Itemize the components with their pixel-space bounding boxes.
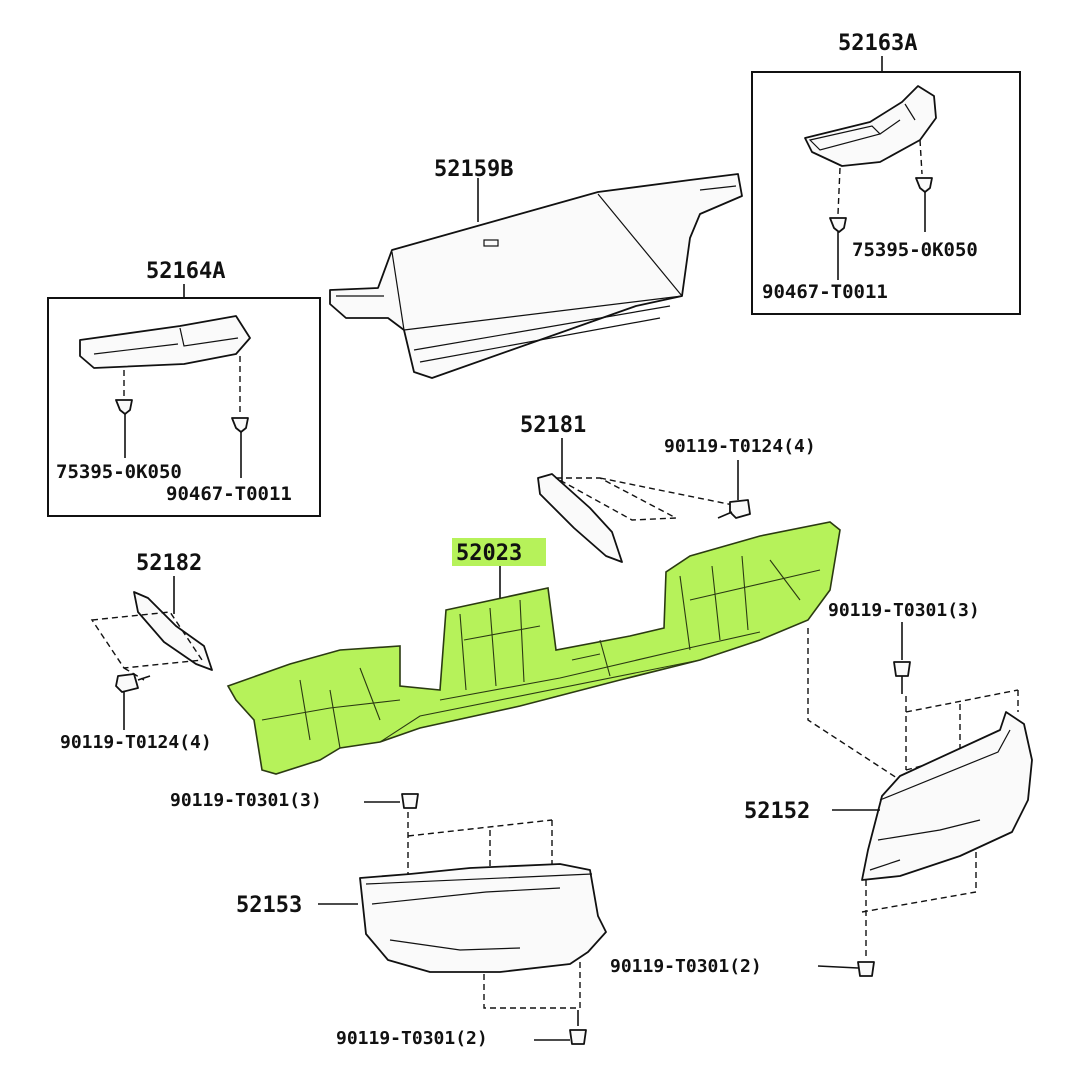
label-highlight	[452, 538, 546, 566]
bolt-t0124-right	[717, 460, 751, 519]
part-52164A-group	[47, 284, 321, 517]
part-52182-bracket	[133, 591, 213, 671]
bolt-t0124-left	[115, 673, 151, 730]
bolt-t0301-left-2	[534, 1010, 587, 1045]
label-52163A: 52163A	[838, 31, 917, 56]
bolt-icon	[569, 1029, 587, 1045]
label-75395-right: 75395-0K050	[852, 239, 978, 261]
clip-icon-right-a	[829, 217, 847, 233]
label-52164A: 52164A	[146, 259, 225, 284]
label-52181: 52181	[520, 413, 586, 438]
inset-box-right	[751, 71, 1021, 315]
part-52182-group	[90, 576, 213, 681]
part-52023-group	[226, 521, 841, 775]
bolt-t0301-left-3	[364, 793, 553, 876]
part-52152-rear-bumper-side	[861, 711, 1033, 881]
label-90119-t0301-left-3: 90119-T0301(3)	[170, 790, 322, 811]
label-52023: 52023	[456, 541, 522, 566]
label-90119-t0124-right: 90119-T0124(4)	[664, 436, 816, 457]
clip-icon-left-b	[231, 417, 249, 433]
bolt-t0301-right-2	[817, 961, 875, 977]
part-52181-bracket	[537, 473, 623, 563]
clip-icon-right-b	[915, 177, 933, 193]
part-52152-group	[832, 711, 1033, 958]
part-52023-rear-bumper-reinforcement	[226, 521, 841, 775]
label-75395-left: 75395-0K050	[56, 461, 182, 483]
part-52153-rear-bumper-side	[359, 863, 607, 973]
part-52159B-rear-step-pad	[329, 173, 743, 379]
part-52181-group	[537, 438, 739, 563]
bolt-icon	[729, 499, 751, 519]
clip-icon-left-a	[115, 399, 133, 415]
label-90119-t0301-left-2: 90119-T0301(2)	[336, 1028, 488, 1049]
part-52159B-group	[329, 173, 743, 379]
part-52163A-group	[751, 56, 1021, 315]
part-52153-group	[318, 863, 607, 1009]
bolt-icon	[401, 793, 419, 809]
bolt-icon	[115, 673, 139, 693]
label-90467-left: 90467-T0011	[166, 483, 292, 505]
label-90119-t0301-right-3: 90119-T0301(3)	[828, 600, 980, 621]
bolt-t0301-right-3	[807, 622, 1019, 781]
bolt-icon	[857, 961, 875, 977]
bolt-icon	[893, 661, 911, 677]
label-52152: 52152	[744, 799, 810, 824]
label-90119-t0301-right-2: 90119-T0301(2)	[610, 956, 762, 977]
part-52164A-step-pad	[79, 315, 251, 369]
label-52159B: 52159B	[434, 157, 513, 182]
label-90467-right: 90467-T0011	[762, 281, 888, 303]
label-52182: 52182	[136, 551, 202, 576]
label-90119-t0124-left: 90119-T0124(4)	[60, 732, 212, 753]
label-52153: 52153	[236, 893, 302, 918]
